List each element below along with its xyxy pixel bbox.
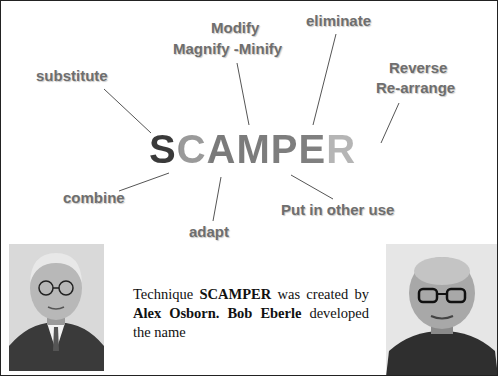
credit-phrase: Technique (133, 286, 193, 302)
leader-line (119, 173, 169, 191)
leader-lines (104, 34, 399, 221)
acronym: SCAMPER (149, 127, 356, 172)
leader-line (313, 34, 336, 125)
leader-line (104, 89, 151, 133)
credit-phrase: Alex Osborn. (133, 305, 220, 321)
technique-word: adapt (189, 223, 229, 240)
technique-word: combine (63, 189, 125, 206)
leader-line (291, 175, 333, 199)
technique-word: Put in other use (281, 201, 394, 218)
technique-word: Magnify -Minify (173, 40, 282, 57)
credit-phrase: Bob Eberle (227, 305, 301, 321)
credit-text: Technique SCAMPER was created by Alex Os… (133, 285, 369, 342)
leader-line (213, 177, 221, 221)
technique-word: Modify (211, 19, 259, 36)
credit-phrase: SCAMPER (200, 286, 272, 302)
portrait-right (386, 244, 498, 376)
portrait-left (9, 244, 104, 371)
technique-word: substitute (36, 67, 108, 84)
credit-phrase: was created by (278, 286, 370, 302)
technique-word: eliminate (306, 12, 371, 29)
technique-word: Reverse (389, 59, 447, 76)
leader-line (237, 63, 249, 125)
technique-word: Re-arrange (376, 79, 455, 96)
leader-line (381, 103, 399, 143)
